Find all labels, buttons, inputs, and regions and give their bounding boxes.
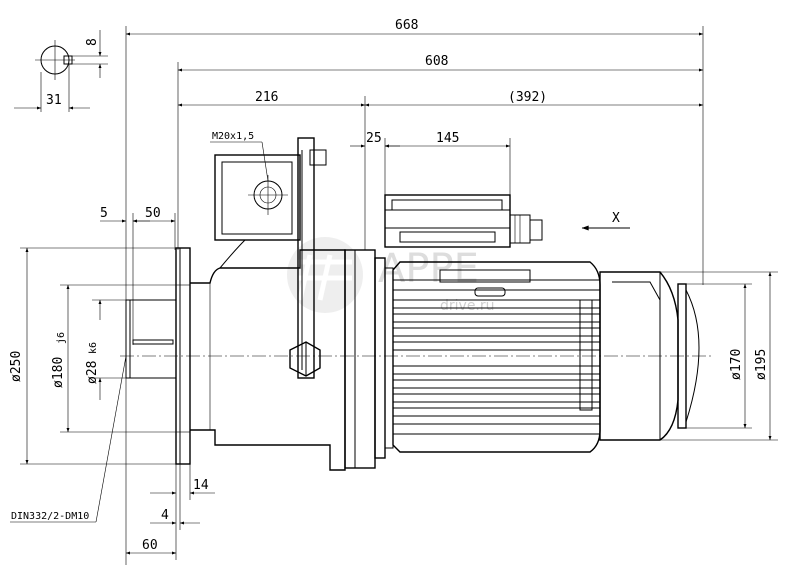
bottom-dimensions: 14 4 60 <box>125 464 215 560</box>
shaft-fit-label: k6 <box>88 342 99 354</box>
key-height-label: 31 <box>46 93 62 108</box>
key-detail: 8 31 <box>14 30 108 112</box>
overall-length-label: 668 <box>395 18 418 33</box>
top-dimensions: 668 608 216 (392) 25 145 <box>125 18 704 565</box>
terminal-box-offset-label: 25 <box>366 131 382 146</box>
key-width-label: 8 <box>85 38 100 46</box>
spigot-diameter-label: ø180 <box>51 357 66 388</box>
view-arrow: X <box>581 211 630 231</box>
spigot-fit-label: j6 <box>56 332 67 344</box>
view-arrow-label: X <box>612 211 620 226</box>
center-hole-callout: DIN332/2-DM10 <box>10 355 127 523</box>
left-dimensions: ø250 ø180 j6 ø28 k6 <box>9 247 176 465</box>
watermark-brand: APPE <box>378 246 479 292</box>
output-shaft <box>125 299 177 379</box>
watermark-site: drive.ru <box>440 298 495 314</box>
motor-length-label: (392) <box>508 90 547 105</box>
terminal-box-length-label: 145 <box>436 131 459 146</box>
shaft-dimensions: 5 50 <box>100 206 176 345</box>
flange-to-shaft-end-label: 60 <box>142 538 158 553</box>
lifting-lug <box>289 137 327 379</box>
motor-diameter-label: ø195 <box>754 349 769 380</box>
motor-body <box>392 261 601 453</box>
right-dimensions: ø170 ø195 <box>600 271 778 441</box>
thread-label: M20x1,5 <box>212 131 254 142</box>
flange-diameter-label: ø250 <box>9 351 24 382</box>
watermark: APPE drive.ru <box>287 237 495 314</box>
shaft-length-label: 50 <box>145 206 161 221</box>
gearbox-port: M20x1,5 <box>210 131 301 241</box>
fan-diameter-label: ø170 <box>729 349 744 380</box>
length-to-motor-end-label: 608 <box>425 54 448 69</box>
flange-thickness-label: 14 <box>193 478 209 493</box>
shaft-setback-label: 5 <box>100 206 108 221</box>
spigot-depth-label: 4 <box>161 508 169 523</box>
terminal-box <box>384 194 543 248</box>
shaft-diameter-label: ø28 <box>85 361 100 384</box>
gearbox-length-label: 216 <box>255 90 278 105</box>
center-hole-label: DIN332/2-DM10 <box>11 511 89 522</box>
